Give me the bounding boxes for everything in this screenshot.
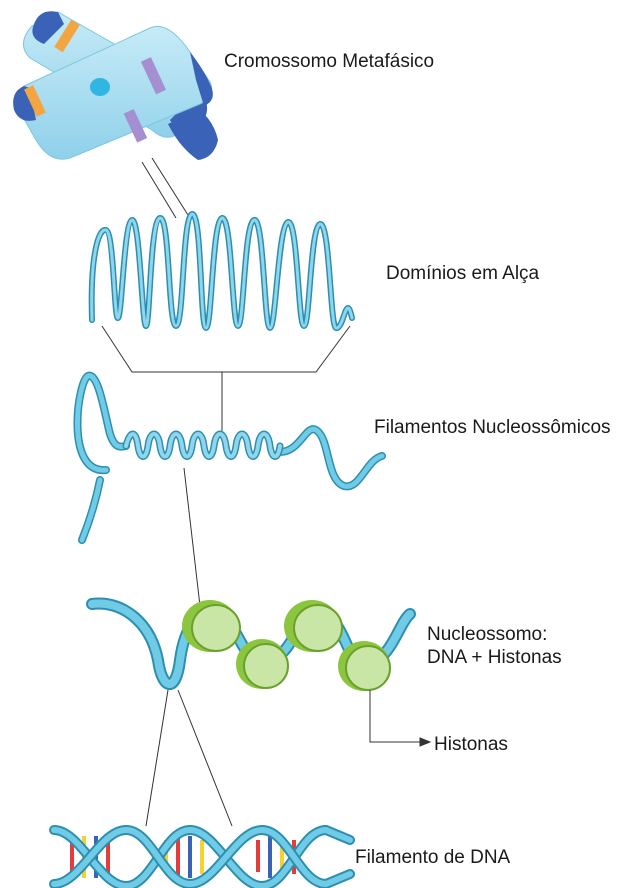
histone-core-2 (236, 639, 288, 689)
label-dna-strand: Filamento de DNA (355, 846, 510, 869)
nucleosome-fiber (77, 376, 382, 540)
label-nucleosome-line1: Nucleossomo: (427, 623, 562, 646)
label-histones: Histonas (434, 733, 508, 756)
histone-core-1 (182, 600, 240, 652)
solenoid-coil (126, 434, 280, 457)
label-looped-domains: Domínios em Alça (386, 262, 539, 285)
connector-lines-1 (142, 158, 188, 218)
label-nucleosome-fiber: Filamentos Nucleossômicos (374, 416, 611, 439)
connector-lines-3 (146, 690, 232, 826)
histones-pointer-arrow (370, 690, 430, 746)
label-nucleosome: Nucleossomo: DNA + Histonas (427, 623, 562, 669)
dna-double-helix (54, 830, 350, 886)
looped-domains (92, 214, 352, 328)
histone-core-4 (338, 641, 390, 691)
histone-core-3 (284, 600, 342, 652)
connector-lines-2 (184, 468, 200, 606)
label-nucleosome-line2: DNA + Histonas (427, 646, 562, 669)
label-metaphase-chromosome: Cromossomo Metafásico (224, 50, 434, 73)
metaphase-chromosome (13, 11, 218, 160)
connector-bracket (102, 326, 350, 432)
centromere (90, 78, 110, 96)
